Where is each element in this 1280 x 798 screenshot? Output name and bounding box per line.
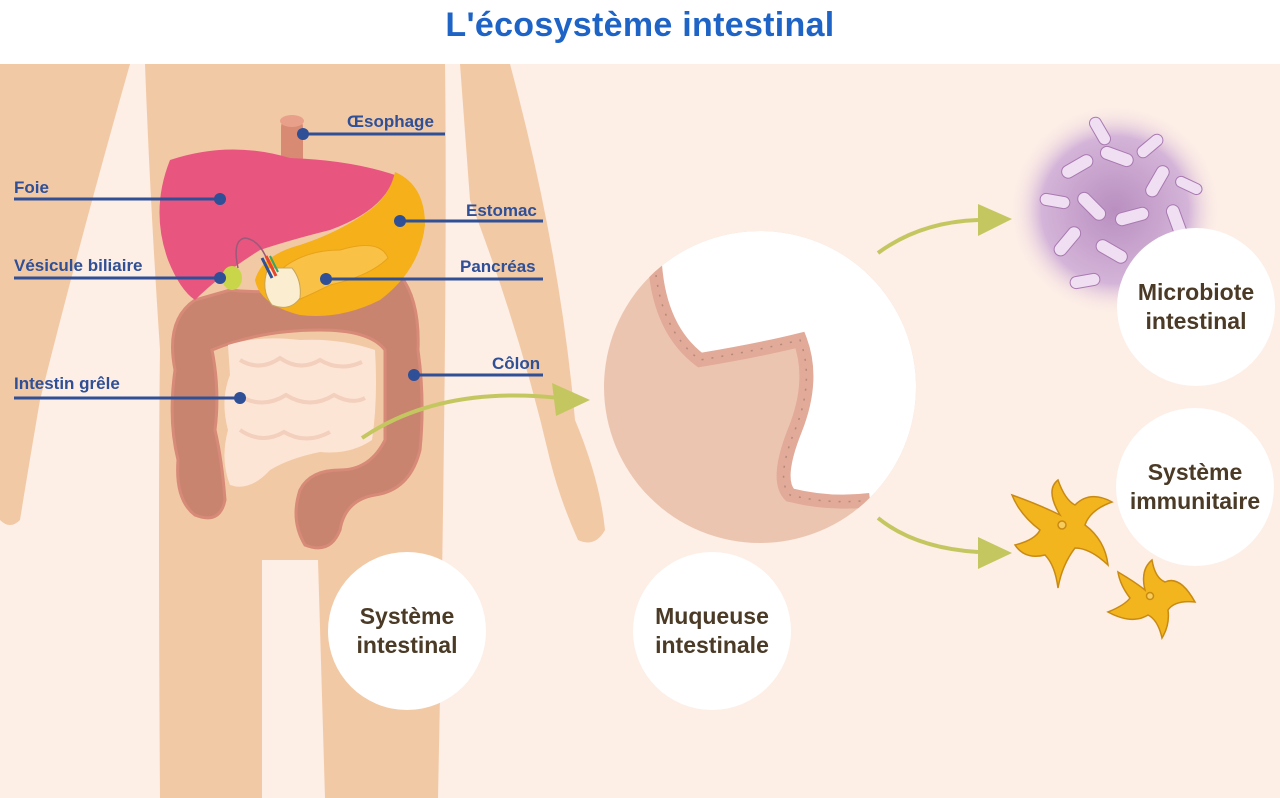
label-lines — [14, 128, 543, 404]
circle-microbiote: Microbiote intestinal — [1117, 228, 1275, 386]
organs — [159, 115, 425, 550]
gallbladder-icon — [222, 266, 242, 290]
circle-text-line: immunitaire — [1129, 488, 1261, 514]
mucosa-illustration — [604, 231, 916, 543]
label-foie: Foie — [14, 178, 49, 197]
circle-systeme-intestinal: Système intestinal — [328, 552, 486, 710]
circle-muqueuse: Muqueuse intestinale — [633, 552, 791, 710]
circle-text-line: intestinal — [356, 632, 458, 658]
label-oesophage: Œsophage — [347, 112, 434, 131]
circle-text-line: Système — [1147, 459, 1243, 485]
small-intestine-icon — [224, 338, 376, 487]
circle-text-line: intestinal — [1145, 308, 1247, 334]
colon-icon — [170, 271, 424, 550]
label-intestin-grele: Intestin grêle — [14, 374, 120, 393]
label-estomac: Estomac — [466, 201, 537, 220]
immune-cell-icon — [1010, 478, 1197, 640]
circle-text-line: Système — [359, 603, 455, 629]
circle-immunitaire: Système immunitaire — [1116, 408, 1274, 566]
circle-text-line: intestinale — [655, 632, 769, 658]
label-colon: Côlon — [492, 354, 541, 373]
circle-text-line: Muqueuse — [655, 603, 769, 629]
arrow-icon — [360, 218, 979, 554]
label-pancreas: Pancréas — [460, 257, 536, 276]
page-title: L'écosystème intestinal — [445, 6, 835, 44]
liver-icon — [159, 149, 395, 300]
label-vesicule: Vésicule biliaire — [14, 256, 143, 275]
circle-text-line: Microbiote — [1137, 279, 1255, 305]
